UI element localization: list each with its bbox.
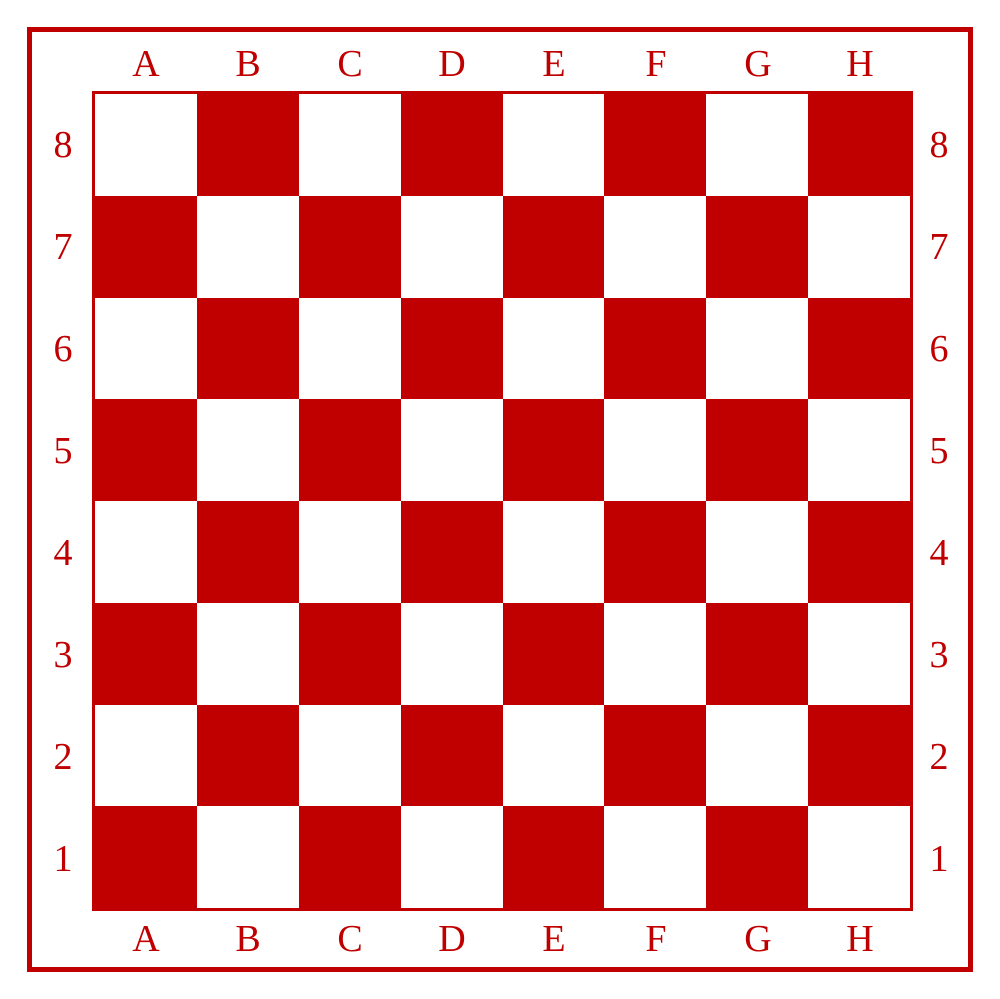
square-a7[interactable]	[95, 195, 197, 298]
square-f8[interactable]	[604, 94, 707, 196]
square-h8[interactable]	[808, 94, 910, 196]
file-label-bottom-a: A	[132, 918, 160, 960]
rank-label-left-5: 5	[53, 430, 73, 472]
square-h3[interactable]	[808, 602, 910, 705]
rank-label-right-3: 3	[929, 634, 949, 676]
square-d7[interactable]	[400, 195, 503, 298]
rank-label-left-8: 8	[53, 124, 73, 166]
square-c4[interactable]	[298, 501, 401, 603]
square-f1[interactable]	[604, 806, 707, 908]
square-b1[interactable]	[196, 806, 299, 908]
square-g4[interactable]	[706, 501, 809, 603]
square-c6[interactable]	[298, 297, 401, 400]
square-c5[interactable]	[298, 399, 401, 501]
square-a4[interactable]	[95, 501, 197, 603]
file-label-bottom-h: H	[846, 918, 874, 960]
rank-label-right-2: 2	[929, 736, 949, 778]
square-h6[interactable]	[808, 297, 910, 400]
square-e4[interactable]	[502, 501, 605, 603]
file-label-bottom-e: E	[542, 918, 566, 960]
file-label-bottom-b: B	[235, 918, 261, 960]
square-d5[interactable]	[400, 399, 503, 501]
square-a5[interactable]	[95, 399, 197, 501]
file-label-bottom-f: F	[645, 918, 667, 960]
square-b4[interactable]	[196, 501, 299, 603]
rank-label-right-7: 7	[929, 226, 949, 268]
square-g1[interactable]	[706, 806, 809, 908]
square-e8[interactable]	[502, 94, 605, 196]
rank-label-right-6: 6	[929, 328, 949, 370]
square-g2[interactable]	[706, 704, 809, 807]
square-f6[interactable]	[604, 297, 707, 400]
square-c1[interactable]	[298, 806, 401, 908]
square-h4[interactable]	[808, 501, 910, 603]
file-label-top-f: F	[645, 43, 667, 85]
rank-label-left-1: 1	[53, 838, 73, 880]
square-a6[interactable]	[95, 297, 197, 400]
chessboard	[92, 91, 913, 911]
rank-label-left-4: 4	[53, 532, 73, 574]
square-d6[interactable]	[400, 297, 503, 400]
square-b8[interactable]	[196, 94, 299, 196]
square-c2[interactable]	[298, 704, 401, 807]
square-f3[interactable]	[604, 602, 707, 705]
rank-label-left-6: 6	[53, 328, 73, 370]
file-label-top-c: C	[337, 43, 363, 85]
file-label-bottom-g: G	[744, 918, 772, 960]
square-a3[interactable]	[95, 602, 197, 705]
rank-label-right-5: 5	[929, 430, 949, 472]
square-g5[interactable]	[706, 399, 809, 501]
square-d8[interactable]	[400, 94, 503, 196]
square-e6[interactable]	[502, 297, 605, 400]
file-label-bottom-d: D	[438, 918, 466, 960]
file-label-top-h: H	[846, 43, 874, 85]
square-c3[interactable]	[298, 602, 401, 705]
square-b6[interactable]	[196, 297, 299, 400]
square-e1[interactable]	[502, 806, 605, 908]
square-b3[interactable]	[196, 602, 299, 705]
square-a8[interactable]	[95, 94, 197, 196]
square-e3[interactable]	[502, 602, 605, 705]
file-label-top-e: E	[542, 43, 566, 85]
square-f7[interactable]	[604, 195, 707, 298]
square-h7[interactable]	[808, 195, 910, 298]
square-c8[interactable]	[298, 94, 401, 196]
square-e7[interactable]	[502, 195, 605, 298]
rank-label-right-4: 4	[929, 532, 949, 574]
square-g3[interactable]	[706, 602, 809, 705]
square-f4[interactable]	[604, 501, 707, 603]
square-e2[interactable]	[502, 704, 605, 807]
square-b2[interactable]	[196, 704, 299, 807]
square-a2[interactable]	[95, 704, 197, 807]
square-b7[interactable]	[196, 195, 299, 298]
file-label-top-a: A	[132, 43, 160, 85]
square-h1[interactable]	[808, 806, 910, 908]
square-h2[interactable]	[808, 704, 910, 807]
square-d3[interactable]	[400, 602, 503, 705]
square-f5[interactable]	[604, 399, 707, 501]
rank-label-left-3: 3	[53, 634, 73, 676]
square-d4[interactable]	[400, 501, 503, 603]
square-h5[interactable]	[808, 399, 910, 501]
square-d2[interactable]	[400, 704, 503, 807]
file-label-top-g: G	[744, 43, 772, 85]
square-e5[interactable]	[502, 399, 605, 501]
rank-label-left-7: 7	[53, 226, 73, 268]
square-g8[interactable]	[706, 94, 809, 196]
square-f2[interactable]	[604, 704, 707, 807]
square-b5[interactable]	[196, 399, 299, 501]
file-label-top-b: B	[235, 43, 261, 85]
square-a1[interactable]	[95, 806, 197, 908]
rank-label-left-2: 2	[53, 736, 73, 778]
rank-label-right-1: 1	[929, 838, 949, 880]
rank-label-right-8: 8	[929, 124, 949, 166]
square-g7[interactable]	[706, 195, 809, 298]
square-c7[interactable]	[298, 195, 401, 298]
square-g6[interactable]	[706, 297, 809, 400]
square-d1[interactable]	[400, 806, 503, 908]
file-label-bottom-c: C	[337, 918, 363, 960]
file-label-top-d: D	[438, 43, 466, 85]
